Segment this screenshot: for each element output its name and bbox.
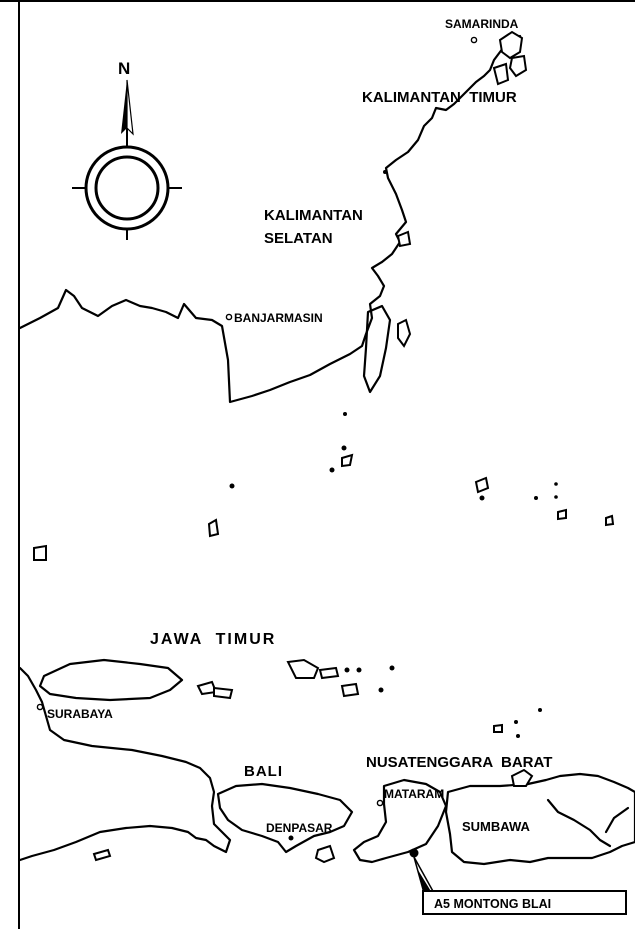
sebuku-island [397,318,412,348]
nusatenggara-barat-label: NUSATENGGARA BARAT [366,754,552,771]
kalimantan-selatan-label-1: KALIMANTAN [264,207,363,224]
site-callout-box [422,890,627,915]
sumbawa-islet [510,768,534,787]
compass-icon [72,79,182,240]
compass-north-label: N [118,59,130,78]
jawa-timur-coastline [18,666,232,862]
mataram-marker [376,799,384,807]
sea-islets [33,412,615,738]
denpasar-label: DENPASAR [266,821,333,835]
samarinda-marker [470,36,478,44]
jawa-timur-label: JAWA TIMUR [150,631,276,648]
sumbawa-bay [604,806,630,834]
site-marker-icon [409,848,435,894]
kalimantan-selatan-label-2: SELATAN [264,230,333,247]
lombok-island [352,778,448,864]
bali-island [216,782,354,854]
denpasar-point [288,835,294,841]
sumbawa-island [444,772,635,866]
kalimantan-coastline [18,34,522,404]
laut-island [362,304,392,394]
mahakam-island-1 [498,30,524,60]
small-java-islet [92,848,112,862]
nusa-penida-island [314,844,336,864]
mataram-label: MATARAM [384,787,444,801]
east-coast-point [383,170,387,174]
sumbawa-label: SUMBAWA [462,819,531,834]
coast-islet [396,230,412,248]
sumbawa-inner-coast [546,798,612,848]
site-callout-label: A5 MONTONG BLAI [434,897,551,911]
mahakam-island-2 [508,54,528,78]
bali-label: BALI [244,763,283,780]
mahakam-island-3 [492,62,510,86]
banjarmasin-marker [225,313,233,321]
surabaya-marker [36,703,44,711]
madura-island [38,658,184,702]
kalimantan-timur-label: KALIMANTAN TIMUR [362,89,517,106]
surabaya-label: SURABAYA [47,707,113,721]
samarinda-label: SAMARINDA [445,17,519,31]
banjarmasin-label: BANJARMASIN [234,311,323,325]
